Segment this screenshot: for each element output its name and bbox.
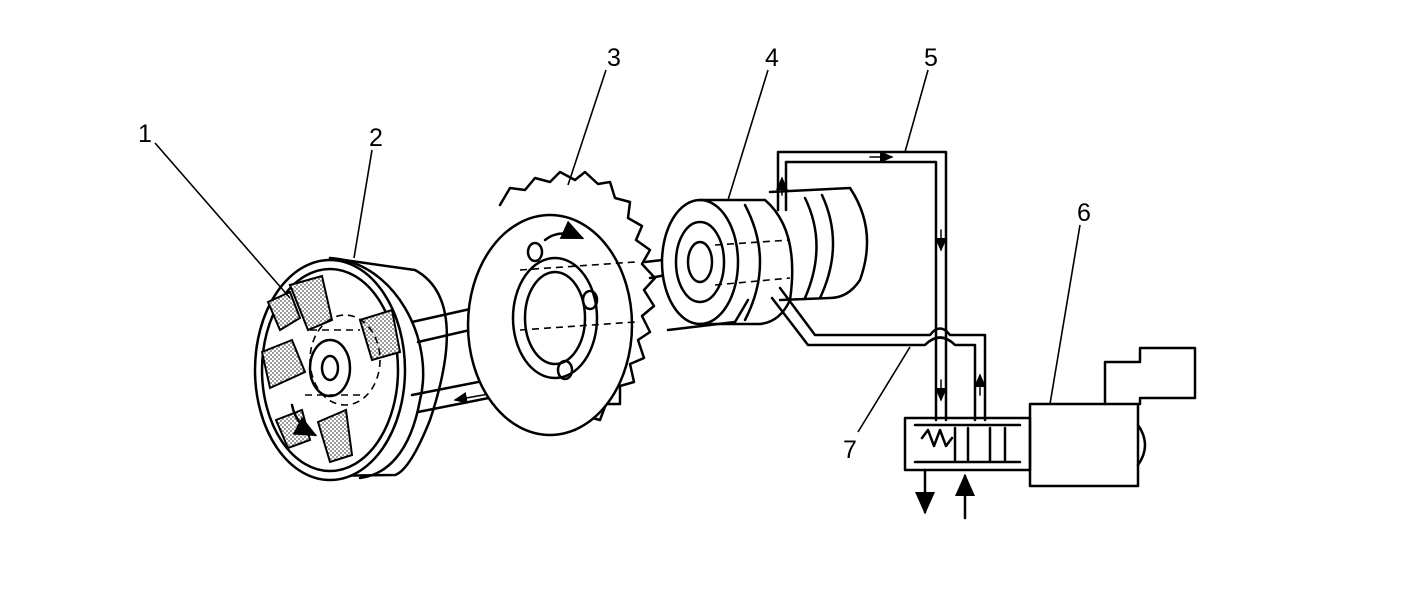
sprocket-face: [466, 213, 634, 437]
camshaft-flange: [660, 198, 740, 326]
oil-control-valve: [903, 346, 1197, 520]
camshaft-sprocket: [466, 170, 657, 437]
callout-1: 1: [138, 120, 152, 148]
callout-numbers: 1 2 3 4 5 6 7: [138, 44, 1091, 464]
rotation-arrow-icon: [290, 403, 318, 437]
sprocket-rotation-arrow-icon: [543, 220, 585, 242]
rotor-hub: [308, 338, 352, 398]
callout-6: 6: [1077, 199, 1091, 227]
leader-1: [154, 142, 291, 299]
leader-7: [857, 346, 911, 433]
solenoid-body: [1028, 402, 1140, 488]
leader-2: [353, 149, 373, 259]
callout-3: 3: [607, 44, 621, 72]
callout-2: 2: [369, 124, 383, 152]
leader-3: [567, 69, 607, 186]
callout-5: 5: [924, 44, 938, 72]
vane-left: [260, 338, 307, 390]
oil-feed-lines: [770, 150, 987, 422]
vane-bottom: [316, 408, 354, 464]
camshaft: [643, 186, 869, 332]
phaser-housing-and-rotor: [253, 256, 449, 482]
leader-5: [904, 69, 929, 153]
callout-4: 4: [765, 44, 779, 72]
vane-top: [288, 274, 334, 332]
leader-6: [1049, 224, 1081, 405]
callout-7: 7: [843, 436, 857, 464]
callout-leaders: [154, 69, 1081, 433]
leader-4: [727, 69, 769, 201]
vane-right: [358, 308, 402, 362]
